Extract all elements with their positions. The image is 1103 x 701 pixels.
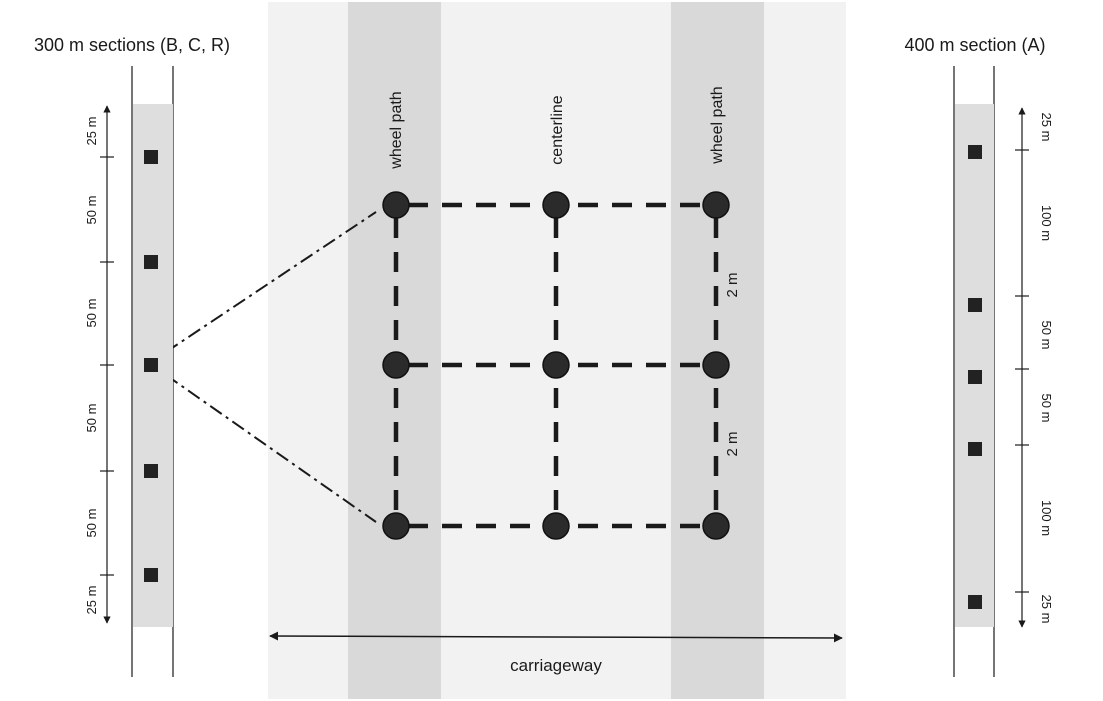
grid-point [542, 191, 570, 219]
left-section-panel: 300 m sections (B, C, R) 25 m 50 m 50 m … [34, 35, 230, 677]
left-dimension-lines [100, 105, 114, 624]
dimension-label: 50 m [1039, 321, 1054, 350]
sample-point-marker [968, 145, 982, 159]
wheel-path-right-label: wheel path [709, 86, 726, 164]
right-section-panel: 400 m section (A) 25 m 100 m 50 m 50 m 1… [904, 35, 1054, 677]
right-dimension-lines [1015, 107, 1029, 628]
dimension-label: 50 m [84, 509, 99, 538]
section-strip [955, 104, 994, 627]
sample-point-marker [968, 442, 982, 456]
zoom-line-upper [165, 211, 377, 353]
dimension-label: 100 m [1039, 205, 1054, 241]
grid-point [382, 512, 410, 540]
dimension-label: 100 m [1039, 500, 1054, 536]
carriageway-arrow [269, 631, 843, 643]
grid-point [702, 191, 730, 219]
sample-point-marker [144, 150, 158, 164]
wheel-path-left-label: wheel path [388, 91, 405, 169]
grid-point [702, 512, 730, 540]
dimension-label: 25 m [1039, 595, 1054, 624]
spacing-label-upper: 2 m [724, 272, 741, 297]
grid-point [382, 351, 410, 379]
dimension-label: 50 m [84, 299, 99, 328]
centerline-label: centerline [549, 95, 566, 164]
grid-point [382, 191, 410, 219]
sample-point-marker [144, 358, 158, 372]
spacing-label-lower: 2 m [724, 431, 741, 456]
sample-point-marker [144, 568, 158, 582]
dimension-label: 25 m [1039, 113, 1054, 142]
zoom-line-lower [165, 374, 377, 523]
sample-point-marker [144, 255, 158, 269]
sample-point-marker [144, 464, 158, 478]
zoom-connector [165, 211, 377, 523]
sample-point-marker [968, 370, 982, 384]
dimension-label: 25 m [84, 586, 99, 615]
left-panel-title: 300 m sections (B, C, R) [34, 35, 230, 55]
carriageway-area: wheel path centerline wheel path 2 m 2 m [268, 2, 846, 699]
dimension-label: 50 m [1039, 394, 1054, 423]
dimension-label: 25 m [84, 117, 99, 146]
sample-point-marker [968, 595, 982, 609]
dimension-label: 50 m [84, 404, 99, 433]
grid-point [542, 512, 570, 540]
grid-sample-points [382, 191, 730, 540]
left-sample-points [144, 150, 158, 582]
carriageway-label: carriageway [510, 656, 602, 675]
wheel-path-band-left [348, 2, 441, 699]
grid-point [702, 351, 730, 379]
right-sample-points [968, 145, 982, 609]
right-panel-title: 400 m section (A) [904, 35, 1045, 55]
grid-point [542, 351, 570, 379]
wheel-path-band-right [671, 2, 764, 699]
dimension-label: 50 m [84, 196, 99, 225]
sample-point-marker [968, 298, 982, 312]
